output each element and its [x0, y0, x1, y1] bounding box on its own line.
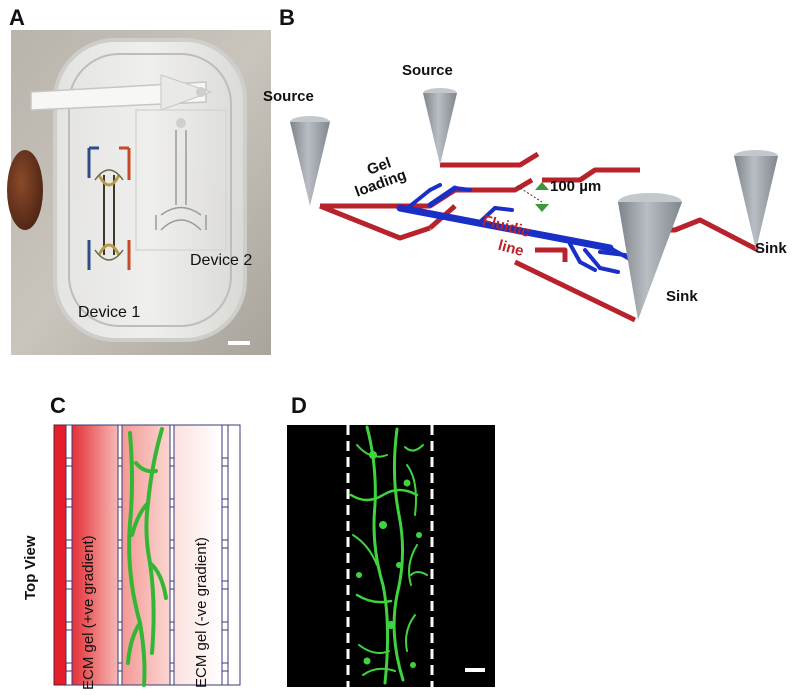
posts-mid-right [169, 424, 175, 686]
width-indicator [516, 182, 549, 212]
gel-negative-label: ECM gel (-ve gradient) [193, 537, 210, 688]
vessel-network [349, 425, 428, 685]
source-reservoir-right [423, 88, 457, 165]
scale-bar [465, 668, 485, 672]
device-2-channels [135, 109, 227, 251]
device-2-label: Device 2 [190, 252, 253, 269]
sink-reservoir-right [734, 150, 778, 250]
sink-reservoir-bottom [618, 193, 682, 320]
panel-d-letter: D [291, 393, 307, 418]
coin [7, 150, 43, 230]
posts-right [221, 424, 229, 686]
sink-right-label: Sink [755, 240, 787, 257]
pdms-chip [53, 38, 247, 342]
posts-left [65, 424, 73, 686]
source-reservoir-left [290, 116, 330, 206]
panel-d-micrograph [287, 425, 495, 687]
source-left-label: Source [263, 88, 314, 105]
vessel-sprouts [126, 427, 168, 687]
panel-a-letter: A [9, 5, 25, 30]
width-label: 100 µm [550, 178, 602, 195]
panel-b-schematic [290, 88, 778, 323]
gel-positive-label: ECM gel (+ve gradient) [80, 535, 97, 690]
panel-c-schematic [53, 424, 241, 687]
scale-bar [228, 341, 250, 345]
panel-b-letter: B [279, 5, 295, 30]
posts-mid-left [117, 424, 123, 686]
device-1-label: Device 1 [78, 304, 141, 321]
source-right-label: Source [402, 62, 453, 79]
sink-bottom-label: Sink [666, 288, 698, 305]
panel-c-letter: C [50, 393, 66, 418]
panel-a-photo [7, 30, 271, 355]
device-1-channels [87, 146, 131, 270]
cell-blobs [356, 451, 422, 668]
top-view-label: Top View [22, 535, 39, 600]
